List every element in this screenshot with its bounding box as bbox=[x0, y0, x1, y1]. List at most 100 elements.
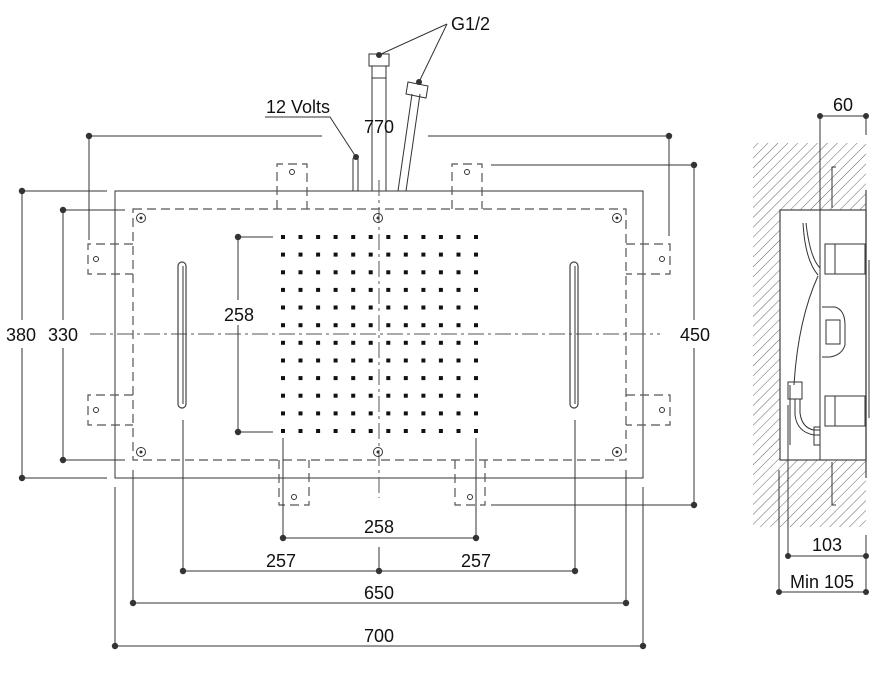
center-fitting bbox=[822, 306, 846, 358]
nozzle bbox=[386, 376, 391, 381]
nozzle bbox=[474, 429, 478, 433]
dim-dot bbox=[571, 567, 579, 575]
nozzle bbox=[333, 270, 338, 275]
side-hose-6 bbox=[799, 399, 820, 431]
nozzle bbox=[316, 376, 321, 381]
nozzle bbox=[281, 323, 285, 328]
nozzle bbox=[403, 252, 408, 257]
nozzle bbox=[438, 323, 443, 328]
nozzle bbox=[456, 429, 461, 433]
nozzle bbox=[281, 305, 285, 310]
mounting-brackets bbox=[87, 163, 671, 506]
nozzle bbox=[351, 305, 356, 310]
nozzle bbox=[298, 429, 303, 433]
led-strip-right bbox=[569, 261, 579, 409]
nozzle bbox=[438, 270, 443, 275]
bracket-hole bbox=[659, 407, 665, 413]
bracket-left-bottom bbox=[87, 394, 133, 426]
dim-label-380: 380 bbox=[6, 325, 36, 345]
nozzle bbox=[474, 358, 478, 363]
nozzle bbox=[351, 411, 356, 416]
nozzle bbox=[456, 411, 461, 416]
nozzle bbox=[456, 305, 461, 310]
nozzle bbox=[386, 323, 391, 328]
nozzle bbox=[456, 393, 461, 398]
bracket-right-top bbox=[626, 243, 671, 275]
nozzle bbox=[456, 323, 461, 328]
side-bracket-bottom bbox=[831, 462, 836, 506]
nozzle bbox=[298, 340, 303, 345]
nozzle bbox=[368, 358, 373, 363]
nozzle bbox=[351, 252, 356, 257]
valve-top bbox=[824, 243, 866, 275]
nozzle bbox=[474, 411, 478, 416]
water-connections bbox=[265, 23, 448, 192]
dim-label-257-right: 257 bbox=[461, 551, 491, 571]
label-12-volts: 12 Volts bbox=[266, 97, 330, 117]
nozzle bbox=[403, 235, 408, 239]
nozzle bbox=[281, 376, 285, 381]
bracket-top-left bbox=[276, 163, 308, 209]
bracket-hole bbox=[291, 494, 297, 500]
screw-icon bbox=[612, 447, 622, 457]
dim-dot bbox=[111, 642, 119, 650]
nozzle bbox=[438, 376, 443, 381]
nozzle bbox=[438, 429, 443, 433]
nozzle bbox=[403, 270, 408, 275]
nozzle bbox=[438, 393, 443, 398]
nozzle bbox=[298, 411, 303, 416]
nozzle bbox=[333, 376, 338, 381]
nozzle bbox=[456, 287, 461, 292]
nozzle bbox=[403, 340, 408, 345]
nozzle bbox=[298, 287, 303, 292]
nozzle bbox=[333, 252, 338, 257]
nozzle bbox=[386, 340, 391, 345]
dim-dot bbox=[690, 161, 698, 169]
nozzle bbox=[456, 358, 461, 363]
nozzle bbox=[386, 305, 391, 310]
nozzle-grid bbox=[281, 235, 478, 433]
nozzle bbox=[316, 429, 321, 433]
bracket-hole bbox=[464, 169, 470, 175]
nozzle bbox=[386, 252, 391, 257]
nozzle bbox=[386, 358, 391, 363]
dim-dot bbox=[863, 589, 869, 595]
nozzle bbox=[386, 411, 391, 416]
nozzle bbox=[333, 393, 338, 398]
nozzle bbox=[403, 411, 408, 416]
nozzle bbox=[368, 287, 373, 292]
leader-line bbox=[418, 23, 448, 83]
nozzle bbox=[421, 429, 426, 433]
nozzle bbox=[333, 429, 338, 433]
nozzle bbox=[281, 270, 285, 275]
leader-line bbox=[378, 23, 448, 56]
dim-dot bbox=[817, 113, 823, 119]
nozzle bbox=[403, 305, 408, 310]
nozzle bbox=[421, 287, 426, 292]
nozzle bbox=[456, 252, 461, 257]
nozzle bbox=[351, 323, 356, 328]
side-hose-1 bbox=[802, 222, 819, 276]
nozzle bbox=[316, 393, 321, 398]
nozzle bbox=[456, 270, 461, 275]
screw-icon bbox=[373, 447, 383, 457]
nozzle bbox=[421, 270, 426, 275]
screw-icon bbox=[136, 447, 146, 457]
nozzle bbox=[438, 411, 443, 416]
nozzle bbox=[316, 305, 321, 310]
nozzle bbox=[333, 305, 338, 310]
nozzle bbox=[438, 305, 443, 310]
valve-bottom bbox=[824, 395, 866, 427]
dim-label-770: 770 bbox=[364, 117, 394, 137]
nozzle bbox=[298, 358, 303, 363]
nozzle bbox=[474, 287, 478, 292]
nozzle bbox=[421, 323, 426, 328]
nozzle bbox=[456, 235, 461, 239]
nozzle bbox=[421, 411, 426, 416]
nozzle bbox=[298, 323, 303, 328]
nozzle bbox=[351, 358, 356, 363]
connector-nut-2 bbox=[405, 81, 429, 99]
nozzle bbox=[474, 340, 478, 345]
nozzle bbox=[333, 323, 338, 328]
